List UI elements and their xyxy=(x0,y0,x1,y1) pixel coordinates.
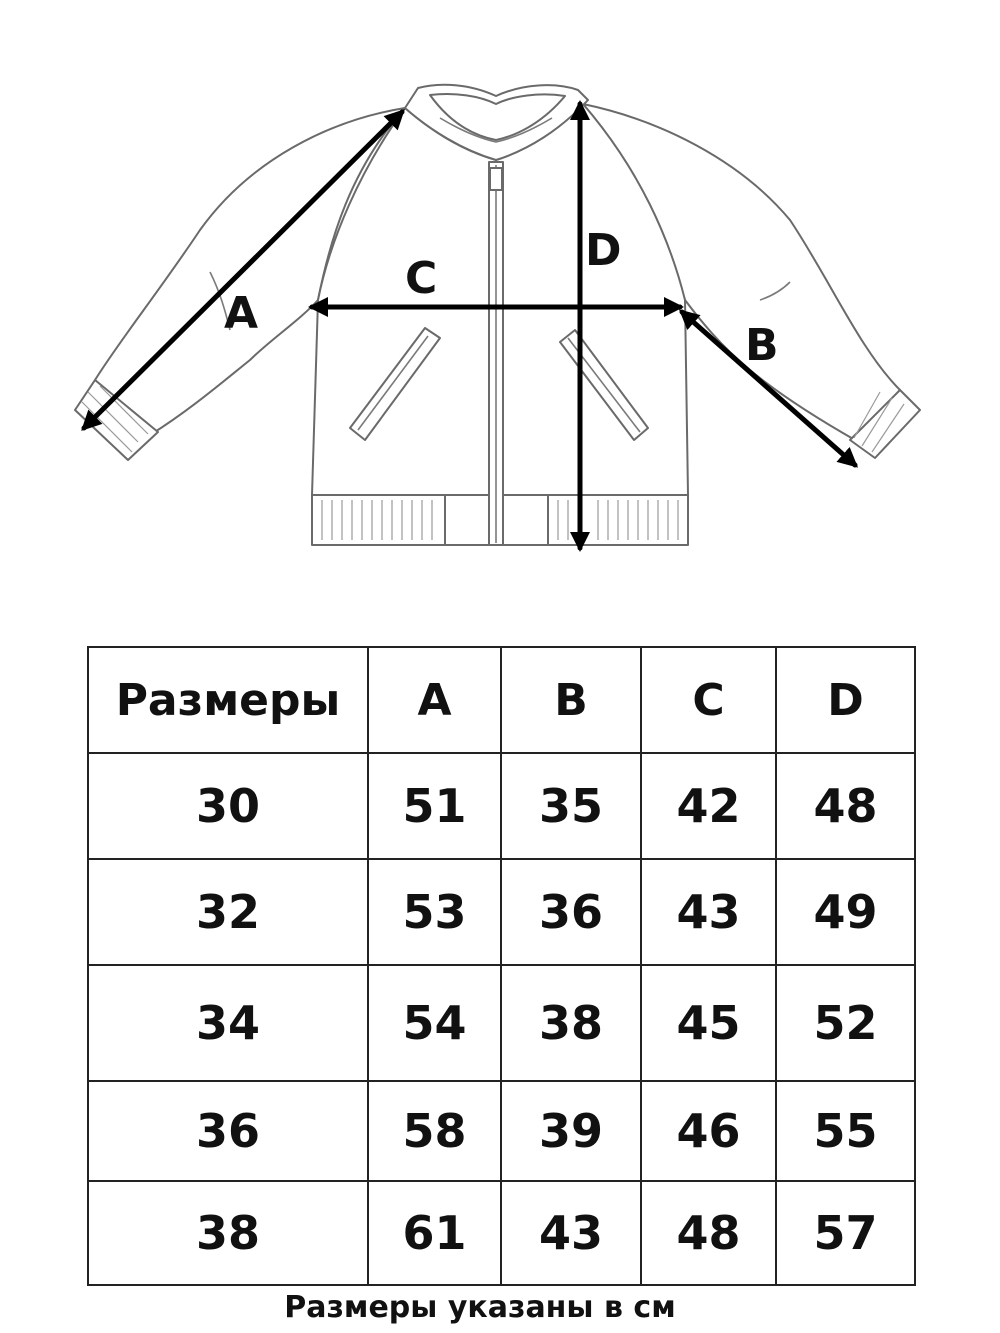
cell-b: 43 xyxy=(500,1180,642,1286)
cell-a: 54 xyxy=(367,964,502,1082)
cell-size: 30 xyxy=(87,752,369,860)
jacket-measurement-diagram: A B C D xyxy=(74,83,921,552)
cell-size: 38 xyxy=(87,1180,369,1286)
cell-b: 36 xyxy=(500,858,642,966)
table-row: 36 58 39 46 55 xyxy=(87,1080,916,1182)
zipper-pull xyxy=(489,167,503,191)
cell-d: 55 xyxy=(775,1080,916,1182)
collar-inner xyxy=(429,93,566,141)
cell-b: 39 xyxy=(500,1080,642,1182)
cell-a: 51 xyxy=(367,752,502,860)
label-b: B xyxy=(745,320,779,371)
cell-d: 48 xyxy=(775,752,916,860)
jacket-drawing xyxy=(74,83,921,546)
cell-b: 38 xyxy=(500,964,642,1082)
cell-c: 46 xyxy=(640,1080,777,1182)
table-row: 30 51 35 42 48 xyxy=(87,752,916,860)
cell-c: 43 xyxy=(640,858,777,966)
header-c: C xyxy=(640,646,777,754)
cell-a: 58 xyxy=(367,1080,502,1182)
units-footnote: Размеры указаны в см xyxy=(284,1290,676,1325)
size-table: Размеры A B C D 30 51 35 42 48 32 53 36 … xyxy=(87,646,916,1286)
cell-c: 45 xyxy=(640,964,777,1082)
label-a: A xyxy=(224,288,258,339)
table-row: 38 61 43 48 57 xyxy=(87,1180,916,1286)
cell-d: 57 xyxy=(775,1180,916,1286)
cell-d: 52 xyxy=(775,964,916,1082)
cell-d: 49 xyxy=(775,858,916,966)
cell-a: 61 xyxy=(367,1180,502,1286)
arrow-a xyxy=(81,109,405,431)
cell-size: 32 xyxy=(87,858,369,966)
label-d: D xyxy=(585,225,622,276)
label-c: C xyxy=(405,253,437,304)
header-a: A xyxy=(367,646,502,754)
measurement-arrows xyxy=(81,100,858,552)
cell-b: 35 xyxy=(500,752,642,860)
cell-size: 34 xyxy=(87,964,369,1082)
header-d: D xyxy=(775,646,916,754)
cell-c: 42 xyxy=(640,752,777,860)
table-row: 32 53 36 43 49 xyxy=(87,858,916,966)
waistband-ribbing xyxy=(321,500,679,540)
cell-a: 53 xyxy=(367,858,502,966)
arrow-b xyxy=(679,309,858,468)
table-row: 34 54 38 45 52 xyxy=(87,964,916,1082)
cell-c: 48 xyxy=(640,1180,777,1286)
header-sizes: Размеры xyxy=(87,646,369,754)
table-header-row: Размеры A B C D xyxy=(87,646,916,754)
cell-size: 36 xyxy=(87,1080,369,1182)
header-b: B xyxy=(500,646,642,754)
